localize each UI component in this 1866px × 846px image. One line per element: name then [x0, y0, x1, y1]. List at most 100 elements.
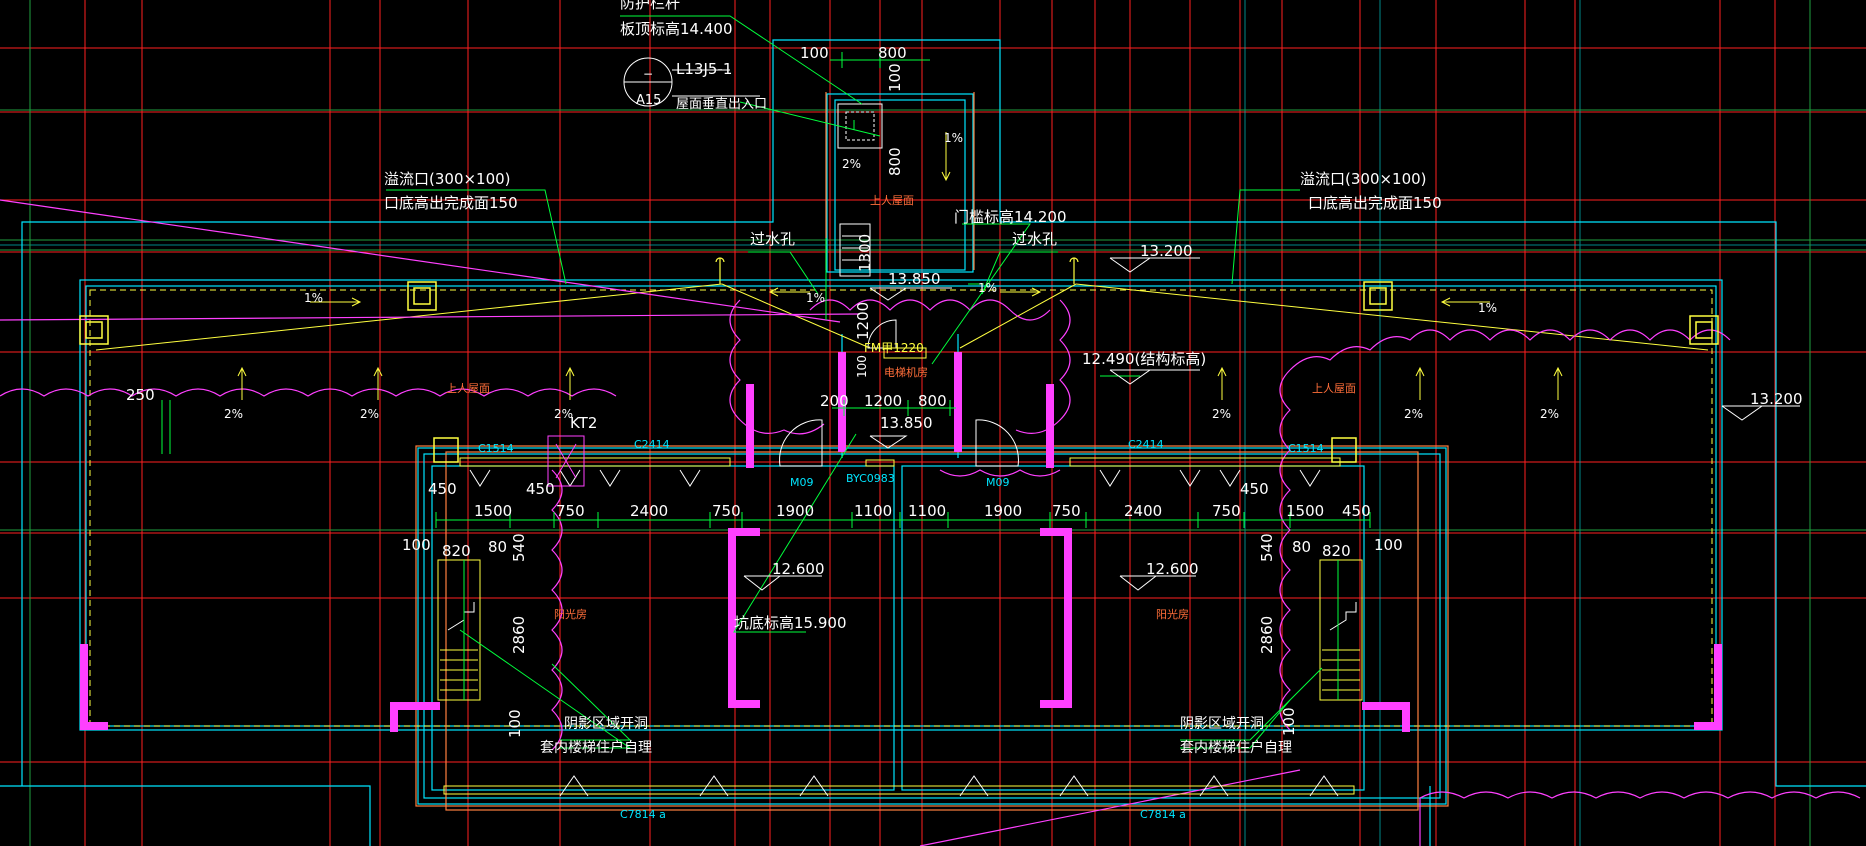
- dim-100-vertical-2: 100: [855, 355, 869, 378]
- slope-1pct-right: 1%: [1478, 301, 1497, 315]
- window-c1514-left: C1514: [478, 442, 514, 455]
- window-c1514-right: C1514: [1288, 442, 1324, 455]
- stair-right: [1319, 559, 1363, 701]
- roof-upper-left: 上人屋面: [446, 382, 490, 395]
- window-strips: [443, 457, 1355, 795]
- elevation-12600-left: 12.600: [772, 560, 825, 578]
- window-c2414-right: C2414: [1128, 438, 1164, 451]
- stair-left: [437, 559, 481, 701]
- dim-row-item: 750: [1212, 502, 1241, 520]
- dim-row-item: 450: [1342, 502, 1371, 520]
- leader-lines: [386, 15, 1323, 749]
- overflow-left-1: 溢流口(300×100): [384, 170, 511, 188]
- slope-2pct-4: 2%: [1212, 407, 1231, 421]
- door-m09-right: M09: [986, 476, 1010, 489]
- dim-row-item: 2400: [630, 502, 668, 520]
- stair-top: [837, 103, 883, 277]
- slope-2pct-top: 2%: [842, 157, 861, 171]
- revision-clouds: [0, 299, 1861, 846]
- dim-200: 200: [820, 392, 849, 410]
- dim-450-mid-left: 450: [526, 480, 555, 498]
- drain-hole-left: 过水孔: [750, 230, 795, 248]
- elevation-13850-b: 13.850: [880, 414, 933, 432]
- elevation-13200-b: 13.200: [1750, 390, 1803, 408]
- dim-1300: 1300: [856, 234, 874, 272]
- fire-door-label: FM甲1220: [864, 341, 924, 355]
- dim-800-vertical: 800: [886, 147, 904, 176]
- shadow-area-right-1: 阴影区域开洞: [1180, 716, 1264, 732]
- window-c7814-right: C7814 a: [1140, 808, 1186, 821]
- sunroom-left: 阳光房: [554, 607, 587, 621]
- roof-upper-right: 上人屋面: [1312, 382, 1356, 395]
- dim-80-right: 80: [1292, 538, 1311, 556]
- dim-800-bottom: 800: [918, 392, 947, 410]
- slope-2pct-2: 2%: [360, 407, 379, 421]
- ref-circle-bottom: A15: [636, 93, 661, 108]
- dim-2860-left: 2860: [510, 616, 528, 654]
- drain-posts: [715, 257, 1079, 284]
- slab-top-label: 板顶标高14.400: [620, 20, 733, 38]
- dim-row-item: 2400: [1124, 502, 1162, 520]
- dim-450-left: 450: [428, 480, 457, 498]
- dim-row-item: 1100: [854, 502, 892, 520]
- ref-circle-top: −: [643, 67, 653, 81]
- reference-symbol: [623, 57, 760, 107]
- dim-1200-vertical: 1200: [854, 302, 872, 340]
- dimension-row: 1500 750 2400 750 1900 1100 1100 1900 75…: [474, 502, 1371, 520]
- kt2-symbol: [547, 435, 585, 487]
- elevation-marks: [743, 257, 1800, 591]
- dim-800-top: 800: [878, 44, 907, 62]
- dim-1200: 1200: [864, 392, 902, 410]
- door-sill-label: 门槛标高14.200: [954, 208, 1067, 226]
- dim-100-left: 100: [402, 536, 431, 554]
- dim-540-left: 540: [510, 533, 528, 562]
- annotation-text: 防护栏杆 板顶标高14.400 100 800 100 L13J5-1 − A1…: [126, 0, 1803, 821]
- elevation-13850-a: 13.850: [888, 270, 941, 288]
- slope-2pct-5: 2%: [1404, 407, 1423, 421]
- dim-row-item: 750: [1052, 502, 1081, 520]
- slope-2pct-3: 2%: [554, 407, 573, 421]
- drain-hole-right: 过水孔: [1012, 230, 1057, 248]
- pit-bottom-elevation: 坑底标高15.900: [734, 614, 847, 632]
- elevation-12600-right: 12.600: [1146, 560, 1199, 578]
- dim-540-right: 540: [1258, 533, 1276, 562]
- dim-820-left: 820: [442, 542, 471, 560]
- dim-100-right: 100: [1374, 536, 1403, 554]
- dim-2860-right: 2860: [1258, 616, 1276, 654]
- window-swings: [469, 319, 1339, 797]
- magenta-lines: [0, 199, 1301, 846]
- slope-2pct-6: 2%: [1540, 407, 1559, 421]
- dim-row-item: 1900: [776, 502, 814, 520]
- overflow-right-2: 口底高出完成面150: [1308, 194, 1442, 212]
- roof-drains: [79, 281, 1719, 463]
- roof-upper-center: 上人屋面: [870, 194, 914, 207]
- window-c2414-left: C2414: [634, 438, 670, 451]
- dim-250: 250: [126, 386, 155, 404]
- dim-100-top: 100: [800, 44, 829, 62]
- dim-80-left: 80: [488, 538, 507, 556]
- standard-ref: L13J5-1: [676, 60, 732, 78]
- structural-elevation: 12.490(结构标高): [1082, 350, 1206, 368]
- overflow-right-1: 溢流口(300×100): [1300, 170, 1427, 188]
- dim-100-bottom-left: 100: [506, 709, 524, 738]
- outer-outline: [0, 39, 1866, 846]
- dim-100-bottom-right: 100: [1280, 707, 1298, 736]
- slope-1pct-mid-right: 1%: [978, 281, 997, 295]
- dim-100-vertical: 100: [886, 63, 904, 92]
- roof-exit-label: 屋面垂直出入口: [676, 97, 767, 112]
- parapet-dashed: [89, 289, 1713, 727]
- dim-row-item: 1500: [1286, 502, 1324, 520]
- sunroom-right: 阳光房: [1156, 607, 1189, 621]
- dim-row-item: 750: [712, 502, 741, 520]
- overflow-left-2: 口底高出完成面150: [384, 194, 518, 212]
- kt2-label: KT2: [570, 414, 597, 432]
- structural-walls: [80, 352, 1722, 732]
- slope-1pct-left: 1%: [304, 291, 323, 305]
- window-byc0983: BYC0983: [846, 472, 895, 485]
- guardrail-label: 防护栏杆: [620, 0, 680, 12]
- shadow-area-right-2: 套内楼梯住户自理: [1180, 739, 1292, 756]
